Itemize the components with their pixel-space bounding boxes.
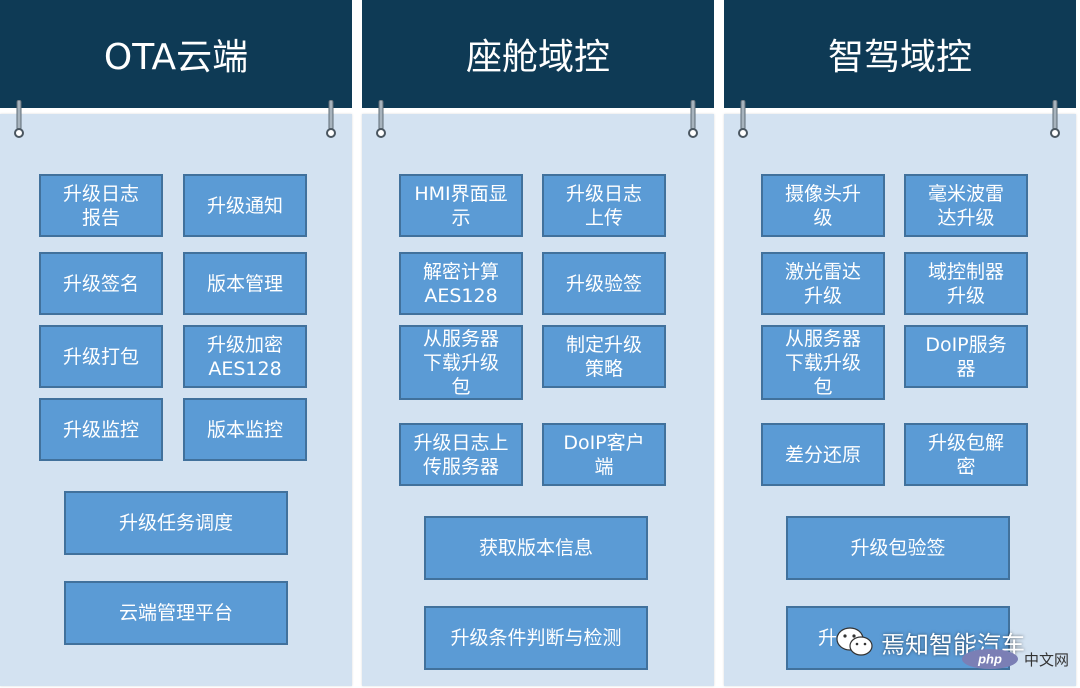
binder-ring-icon xyxy=(1050,100,1060,138)
box-package-verify-signature: 升级包验签 xyxy=(786,516,1010,580)
box-radar-upgrade: 毫米波雷 达升级 xyxy=(904,174,1028,237)
box-package-decryption: 升级包解 密 xyxy=(904,423,1028,486)
panel-title: 智驾域控 xyxy=(724,0,1076,108)
box-download-package: 从服务器 下载升级 包 xyxy=(399,325,523,400)
box-upgrade-monitoring: 升级监控 xyxy=(39,398,163,461)
panel-title: OTA云端 xyxy=(0,0,352,108)
box-differential-restore: 差分还原 xyxy=(761,423,885,486)
binder-ring-icon xyxy=(376,100,386,138)
box-doip-server: DoIP服务 器 xyxy=(904,325,1028,388)
site-text: 中文网 xyxy=(1024,650,1070,669)
box-log-upload-server: 升级日志上 传服务器 xyxy=(399,423,523,486)
box-hmi-display: HMI界面显 示 xyxy=(399,174,523,237)
box-decryption: 解密计算 AES128 xyxy=(399,252,523,315)
box-download-package: 从服务器 下载升级 包 xyxy=(761,325,885,400)
box-get-version-info: 获取版本信息 xyxy=(424,516,648,580)
box-upgrade-packaging: 升级打包 xyxy=(39,325,163,388)
box-camera-upgrade: 摄像头升 级 xyxy=(761,174,885,237)
panel-title: 座舱域控 xyxy=(362,0,714,108)
box-doip-client: DoIP客户 端 xyxy=(542,423,666,486)
box-upgrade-verify-signature: 升级验签 xyxy=(542,252,666,315)
binder-ring-icon xyxy=(688,100,698,138)
svg-text:php: php xyxy=(977,652,1002,667)
panel-cockpit-domain: 座舱域控 HMI界面显 示 升级日志 上传 解密计算 AES128 升级验签 从… xyxy=(362,0,714,688)
box-upgrade-log-report: 升级日志 报告 xyxy=(39,174,163,237)
box-upgrade-log-upload: 升级日志 上传 xyxy=(542,174,666,237)
box-upgrade-signature: 升级签名 xyxy=(39,252,163,315)
binder-ring-icon xyxy=(738,100,748,138)
box-version-management: 版本管理 xyxy=(183,252,307,315)
php-logo: php xyxy=(962,649,1018,669)
box-domain-controller-upgrade: 域控制器 升级 xyxy=(904,252,1028,315)
box-cloud-management-platform: 云端管理平台 xyxy=(64,581,288,645)
binder-ring-icon xyxy=(14,100,24,138)
box-upgrade-encryption: 升级加密 AES128 xyxy=(183,325,307,388)
panel-ota-cloud: OTA云端 升级日志 报告 升级通知 升级签名 版本管理 升级打包 升级加密 A… xyxy=(0,0,352,688)
binder-ring-icon xyxy=(326,100,336,138)
box-upgrade-task-scheduling: 升级任务调度 xyxy=(64,491,288,555)
site-watermark: php 中文网 xyxy=(960,648,1069,670)
panel-adas-domain: 智驾域控 摄像头升 级 毫米波雷 达升级 激光雷达 升级 域控制器 升级 从服务… xyxy=(724,0,1076,688)
box-lidar-upgrade: 激光雷达 升级 xyxy=(761,252,885,315)
wechat-icon xyxy=(836,627,873,656)
box-version-monitoring: 版本监控 xyxy=(183,398,307,461)
box-upgrade-condition-check: 升级条件判断与检测 xyxy=(424,606,648,670)
box-upgrade-notice: 升级通知 xyxy=(183,174,307,237)
box-upgrade-strategy: 制定升级 策略 xyxy=(542,325,666,388)
